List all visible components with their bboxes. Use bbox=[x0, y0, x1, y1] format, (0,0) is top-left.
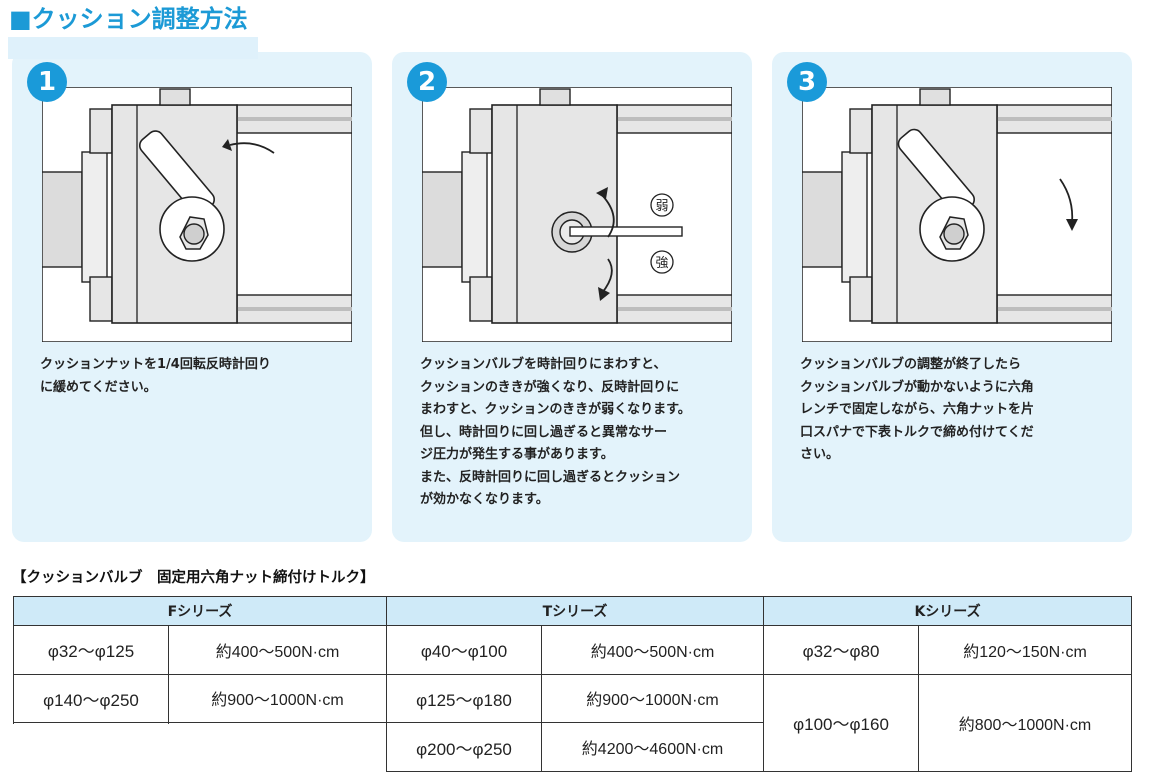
t-torque-cell: 約4200～4600N·cm bbox=[540, 722, 765, 772]
t-torque-cell: 約900～1000N·cm bbox=[540, 673, 765, 724]
step-3-description: クッションバルブの調整が終了したら クッションバルブが動かないように六角 レンチ… bbox=[800, 357, 1035, 462]
f-size-cell: φ140～φ250 bbox=[13, 673, 169, 724]
k-torque-cell: 約120～150N·cm bbox=[918, 625, 1133, 675]
step-2-panel: 2 弱 強 bbox=[392, 52, 752, 542]
k-size-cell: φ32～φ80 bbox=[763, 625, 920, 675]
t-size-cell: φ40～φ100 bbox=[386, 625, 542, 675]
title-underline-bar bbox=[8, 37, 258, 59]
strong-label: 強 bbox=[655, 256, 668, 271]
header-k-series: Kシリーズ bbox=[763, 596, 1133, 626]
step-3-number-badge: 3 bbox=[787, 62, 827, 102]
table-header-row: Fシリーズ Tシリーズ Kシリーズ bbox=[13, 596, 1133, 626]
k-torque-cell: 約800～1000N·cm bbox=[918, 673, 1133, 773]
f-torque-cell: 約400～500N·cm bbox=[168, 625, 387, 675]
f-torque-cell: 約900～1000N·cm bbox=[168, 673, 387, 724]
weak-label-circle bbox=[650, 193, 674, 217]
step-3-illustration bbox=[802, 87, 1112, 342]
strong-label-circle bbox=[650, 250, 674, 274]
step-2-number-badge: 2 bbox=[407, 62, 447, 102]
step-1-illustration bbox=[42, 87, 352, 342]
steps-container: 1 bbox=[12, 52, 1132, 542]
k-size-cell: φ100～φ160 bbox=[763, 673, 920, 773]
step-1-description: クッションナットを1/4回転反時計回り に緩めてください。 bbox=[40, 357, 271, 395]
torque-table: Fシリーズ Tシリーズ Kシリーズ φ32～φ125 約400～500N·cm … bbox=[13, 596, 1133, 773]
step-1-number-badge: 1 bbox=[27, 62, 67, 102]
header-f-series: Fシリーズ bbox=[13, 596, 387, 626]
section-title-wrap: ■クッション調整方法 bbox=[9, 4, 248, 34]
t-size-cell: φ200～φ250 bbox=[386, 722, 542, 772]
weak-label: 弱 bbox=[655, 199, 668, 214]
t-size-cell: φ125～φ180 bbox=[386, 673, 542, 724]
torque-table-title: 【クッションバルブ 固定用六角ナット締付けトルク】 bbox=[12, 570, 375, 586]
f-size-cell: φ32～φ125 bbox=[13, 625, 169, 675]
table-row: φ100～φ160 約800～1000N·cm bbox=[14, 673, 1133, 773]
step-2-illustration: 弱 強 bbox=[422, 87, 732, 342]
step-3-panel: 3 クッションバルブの調整が終了したら クッションバルブが動かないように六 bbox=[772, 52, 1132, 542]
step-1-panel: 1 bbox=[12, 52, 372, 542]
header-t-series: Tシリーズ bbox=[385, 596, 765, 626]
step-2-description: クッションバルブを時計回りにまわすと、 クッションのききが強くなり、反時計回りに… bbox=[420, 357, 691, 507]
page-title: ■クッション調整方法 bbox=[9, 5, 248, 33]
t-torque-cell: 約400～500N·cm bbox=[540, 625, 765, 675]
